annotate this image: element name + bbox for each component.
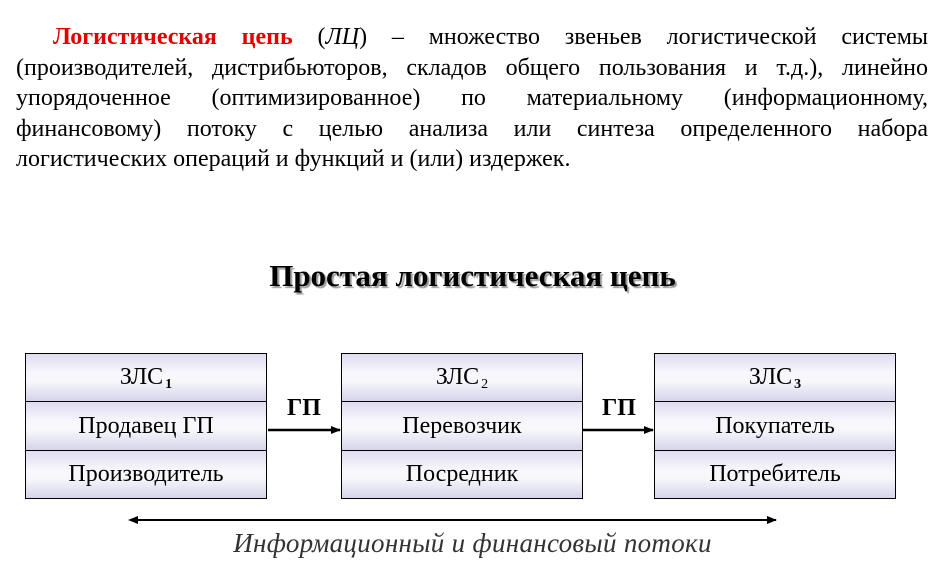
definition-body: ) – множество звеньев логистической сист… [16,24,929,172]
definition-term: Логистическая цепь [53,24,293,50]
node-zls2-header-text: ЗЛС [435,364,480,390]
node-zls2-index: 2 [481,377,489,392]
node-zls2-type: Посредник [342,451,582,498]
node-zls2-role: Перевозчик [342,402,582,451]
flows-label: Информационный и финансовый потоки [233,528,712,558]
edge-label-2: ГП [602,395,636,421]
node-zls1-type: Производитель [26,451,266,498]
abbreviation-open: ( [292,24,326,50]
node-zls3-type: Потребитель [655,451,895,498]
node-zls1-role: Продавец ГП [26,402,266,451]
edge-label-1: ГП [287,395,321,421]
node-zls3-index: 3 [794,377,802,392]
definition-abbreviation: ЛЦ [325,24,360,50]
node-zls1-header-text: ЗЛС [119,364,164,390]
node-zls1-index: 1 [165,377,173,392]
diagram-title: Простая логистическая цепь [269,258,676,293]
definition-paragraph: Логистическая цепь (ЛЦ) – множество звен… [16,22,928,175]
node-zls3-header-text: ЗЛС [748,364,793,390]
node-zls3-role: Покупатель [655,402,895,451]
